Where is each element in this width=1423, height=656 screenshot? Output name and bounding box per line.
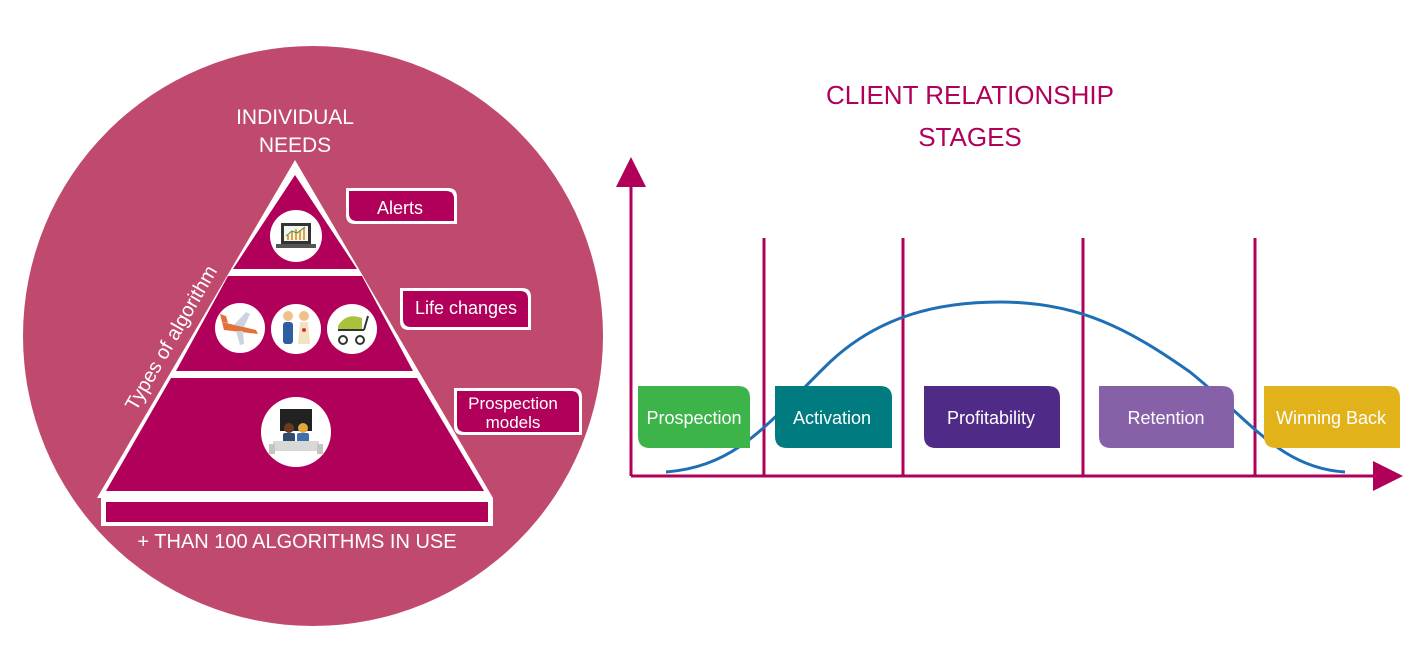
alerts-tag-label: Alerts	[377, 198, 423, 218]
stage-winning-back: Winning Back	[1264, 386, 1400, 448]
prospection-tag-line1: Prospection	[468, 394, 558, 413]
stage-label-profitability: Profitability	[947, 408, 1035, 428]
stage-prospection: Prospection	[638, 386, 750, 448]
airplane-icon	[215, 303, 265, 353]
stage-label-winning-back: Winning Back	[1276, 408, 1387, 428]
bottom-label: + THAN 100 ALGORITHMS IN USE	[137, 531, 456, 553]
alerts-tag: Alerts	[346, 188, 457, 224]
pyramid-base-bar	[106, 502, 488, 522]
baby-stroller-icon	[327, 304, 377, 354]
married-couple-icon	[271, 304, 321, 354]
stage-profitability: Profitability	[924, 386, 1060, 448]
life-changes-tag: Life changes	[400, 288, 531, 330]
laptop-chart-icon	[270, 210, 322, 262]
stage-label-activation: Activation	[793, 408, 871, 428]
top-label-line1: INDIVIDUAL	[236, 106, 354, 129]
top-label-line2: NEEDS	[259, 134, 331, 157]
chart-title-line1: CLIENT RELATIONSHIP	[826, 80, 1114, 110]
stage-label-retention: Retention	[1127, 408, 1204, 428]
life-changes-tag-label: Life changes	[415, 298, 517, 318]
prospection-tag-line2: models	[486, 413, 541, 432]
chart-title-line2: STAGES	[918, 122, 1022, 152]
stage-label-prospection: Prospection	[646, 408, 741, 428]
prospection-models-tag: Prospection models	[454, 388, 582, 435]
stage-retention: Retention	[1099, 386, 1234, 448]
couple-watching-tv-icon	[261, 397, 331, 467]
stage-activation: Activation	[775, 386, 892, 448]
